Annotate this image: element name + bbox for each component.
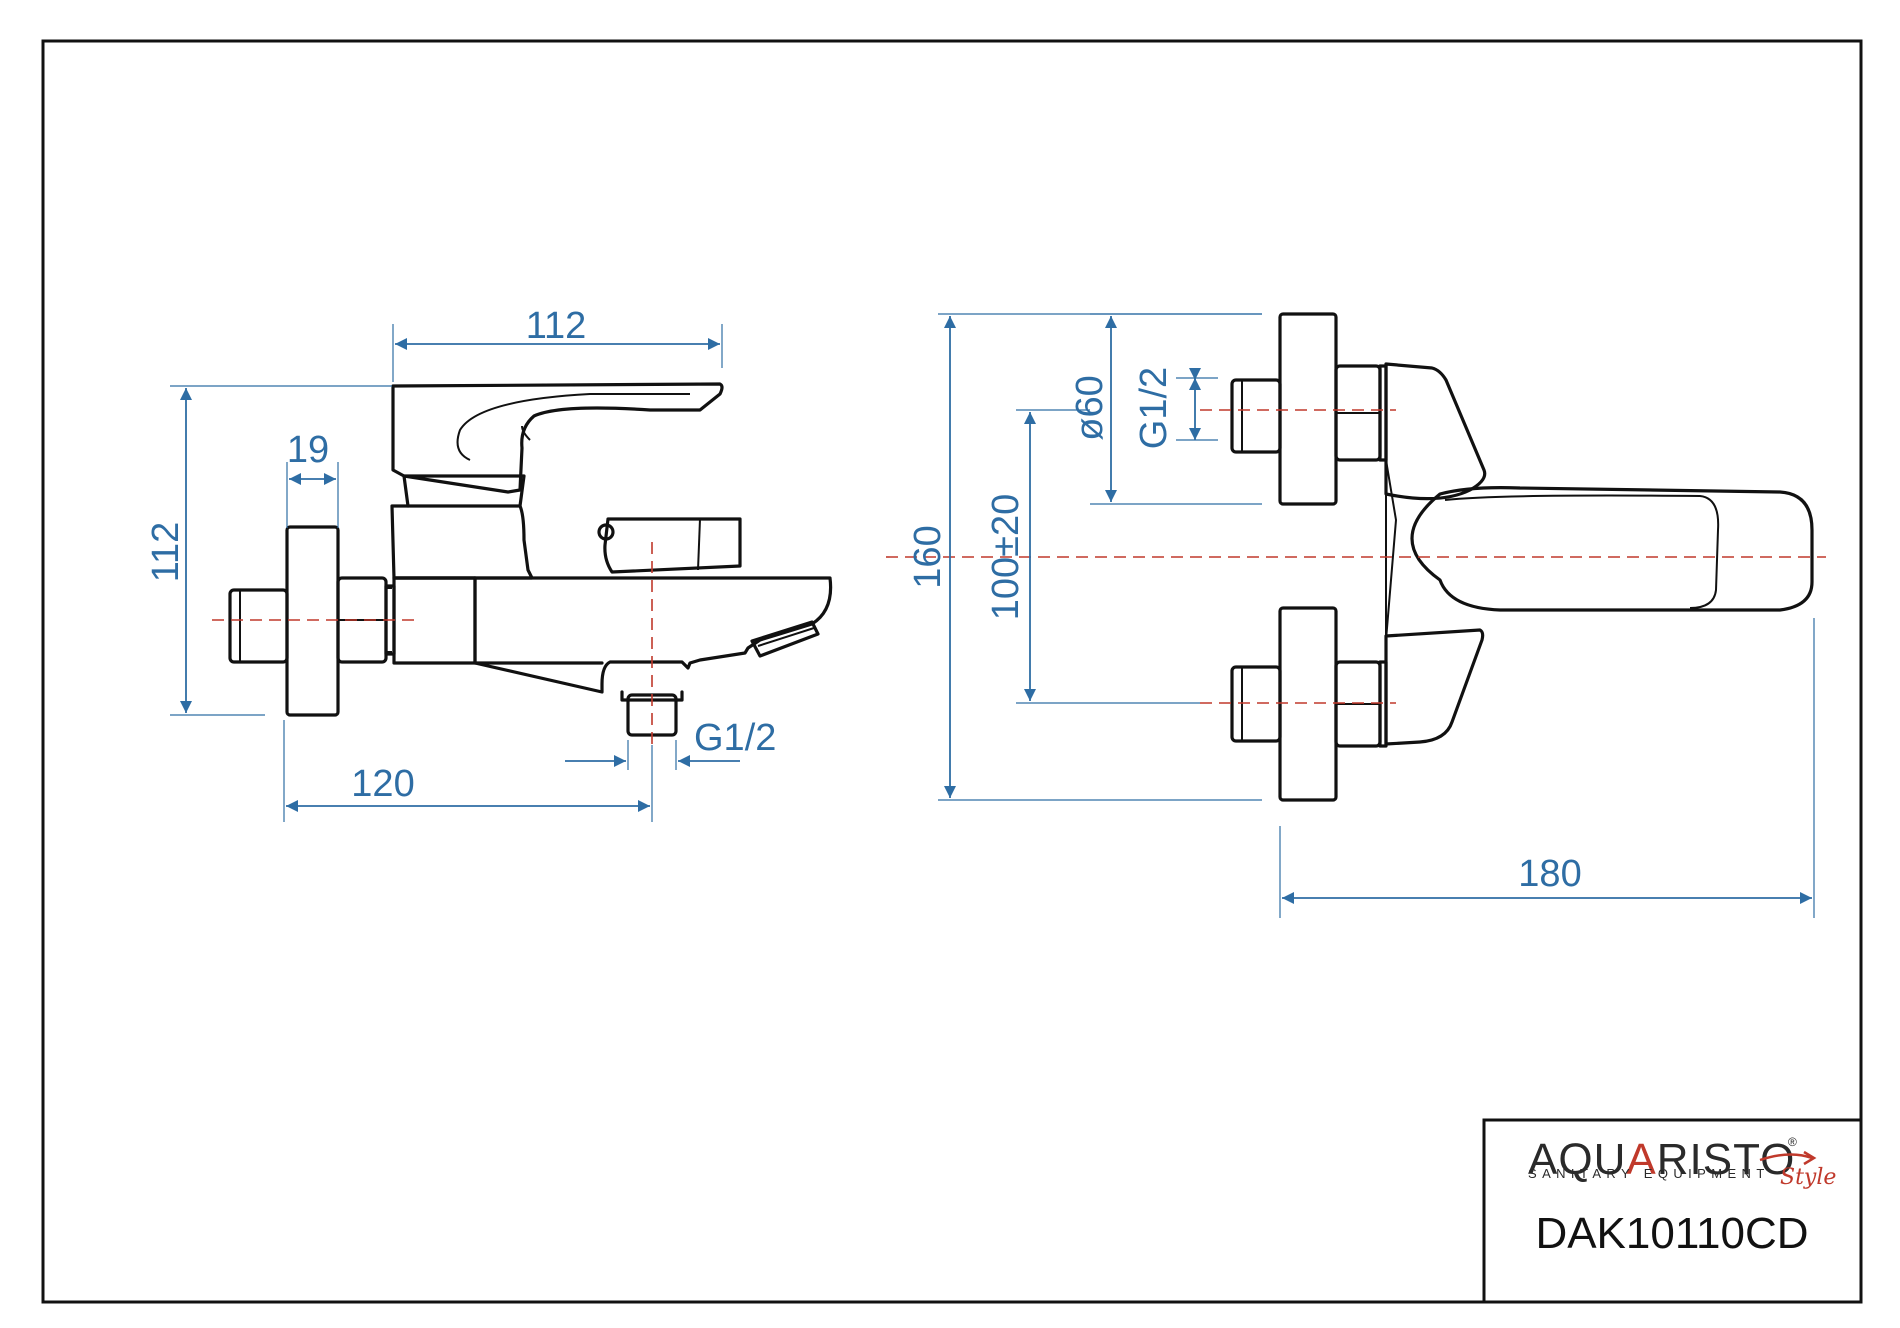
dim-side-depth: 120 — [351, 763, 414, 805]
side-lever-handle — [391, 382, 724, 494]
title-block: AQUARISTO ® SANITARY EQUIPMENT Style DAK… — [1482, 1118, 1863, 1304]
brand-swoosh-icon — [1759, 1153, 1813, 1162]
dim-front-spacing: 100±20 — [985, 494, 1027, 621]
side-wall-flange — [285, 525, 340, 717]
dim-front-height: 160 — [907, 525, 949, 588]
dim-front-flange-dia: ø60 — [1069, 375, 1111, 440]
brand-logo: AQUARISTO ® SANITARY EQUIPMENT Style — [1528, 1135, 1836, 1190]
sheet-border — [41, 39, 1863, 1304]
side-spout — [473, 576, 833, 694]
dim-side-height: 112 — [145, 522, 187, 583]
dim-side-top-width: 112 — [526, 305, 587, 347]
front-body — [1384, 362, 1487, 501]
brand-script: Style — [1780, 1165, 1836, 1190]
dim-front-length: 180 — [1518, 853, 1581, 895]
front-dimensions — [938, 313, 1815, 918]
dim-side-flange: 19 — [287, 429, 329, 471]
side-inlet-nipple — [228, 588, 289, 664]
front-lower-flange — [1278, 606, 1338, 802]
side-aerator — [750, 620, 820, 658]
product-code: DAK10110CD — [1535, 1209, 1808, 1258]
title-block-frame — [1482, 1118, 1863, 1304]
brand-registered: ® — [1788, 1135, 1797, 1149]
dim-side-thread: G1/2 — [694, 717, 776, 759]
side-view — [212, 382, 833, 745]
front-view — [886, 312, 1826, 802]
side-dimensions — [170, 324, 740, 822]
brand-name: AQUARISTO — [1528, 1135, 1795, 1184]
front-lever — [1410, 486, 1814, 612]
brand-tagline: SANITARY EQUIPMENT — [1528, 1166, 1770, 1181]
side-diverter-knob — [603, 517, 742, 574]
dim-front-thread: G1/2 — [1133, 367, 1175, 449]
front-upper-flange — [1278, 312, 1338, 506]
side-handle-column — [390, 504, 534, 580]
